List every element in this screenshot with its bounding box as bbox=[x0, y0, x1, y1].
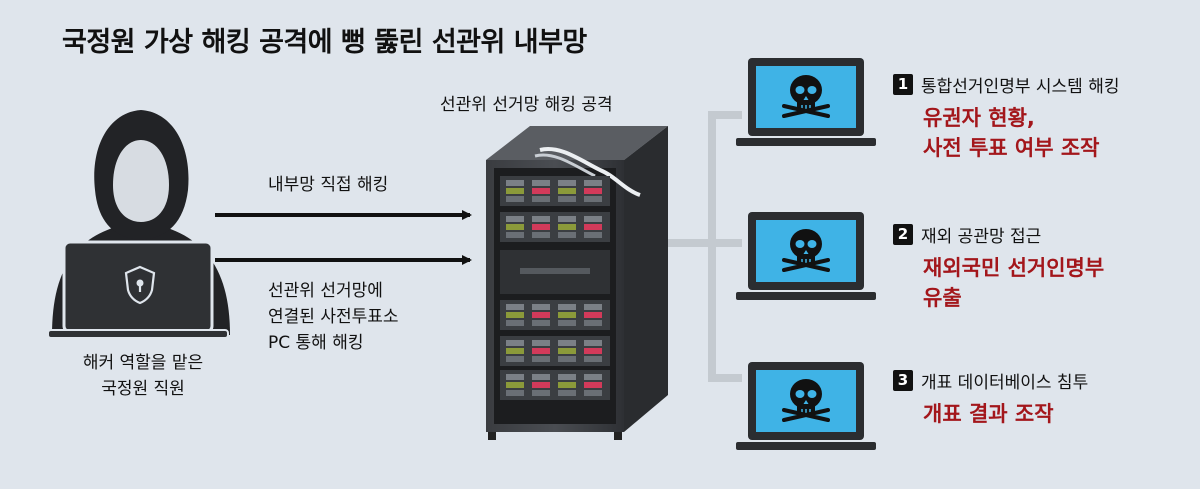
skull-icon bbox=[782, 379, 830, 422]
arrow-label-internal: 내부망 직접 해킹 bbox=[268, 172, 388, 198]
page-title: 국정원 가상 해킹 공격에 뻥 뚫린 선관위 내부망 bbox=[62, 27, 587, 58]
skull-icon bbox=[782, 75, 830, 118]
hacker-caption: 해커 역할을 맡은 국정원 직원 bbox=[58, 350, 228, 402]
rack-unit bbox=[500, 336, 610, 366]
arrow-label-line: 내부망 직접 해킹 bbox=[268, 175, 389, 195]
target-item-3: 3 개표 데이터베이스 침투 개표 결과 조작 bbox=[893, 368, 1088, 429]
hacker-caption-line: 국정원 직원 bbox=[101, 379, 185, 399]
target-detail-line: 유출 bbox=[923, 286, 962, 310]
target-item-2: 2 재외 공관망 접근 재외국민 선거인명부 유출 bbox=[893, 222, 1104, 313]
network-connectors bbox=[668, 111, 742, 382]
server-caption: 선관위 선거망 해킹 공격 bbox=[440, 95, 613, 115]
target-label: 개표 데이터베이스 침투 bbox=[921, 373, 1089, 393]
rack-unit bbox=[500, 300, 610, 330]
arrow-label-line: PC 통해 해킹 bbox=[268, 333, 364, 353]
target-heading: 2 재외 공관망 접근 bbox=[893, 222, 1104, 247]
target-heading: 1 통합선거인명부 시스템 해킹 bbox=[893, 72, 1120, 97]
rack-panel bbox=[500, 250, 610, 294]
target-label: 통합선거인명부 시스템 해킹 bbox=[921, 77, 1120, 97]
laptop-icon bbox=[736, 212, 876, 300]
hacker-caption-line: 해커 역할을 맡은 bbox=[82, 353, 204, 373]
number-badge: 2 bbox=[893, 224, 913, 245]
arrow-label-line: 선관위 선거망에 bbox=[268, 281, 383, 301]
server-rack-icon bbox=[486, 126, 668, 440]
laptop-icon bbox=[736, 362, 876, 450]
target-item-1: 1 통합선거인명부 시스템 해킹 유권자 현황, 사전 투표 여부 조작 bbox=[893, 72, 1120, 163]
rack-unit bbox=[500, 370, 610, 400]
target-detail-line: 사전 투표 여부 조작 bbox=[923, 136, 1100, 160]
target-detail-line: 재외국민 선거인명부 bbox=[923, 256, 1105, 280]
rack-unit bbox=[500, 176, 610, 206]
skull-icon bbox=[782, 229, 830, 272]
target-detail-line: 유권자 현황, bbox=[923, 106, 1035, 130]
shield-lock-icon bbox=[124, 265, 156, 305]
number-badge: 3 bbox=[893, 370, 913, 391]
number-badge: 1 bbox=[893, 74, 913, 95]
arrow-label-pc: 선관위 선거망에 연결된 사전투표소 PC 통해 해킹 bbox=[268, 278, 399, 356]
target-heading: 3 개표 데이터베이스 침투 bbox=[893, 368, 1088, 393]
rack-unit bbox=[500, 212, 610, 242]
hooded-hacker-icon bbox=[47, 110, 230, 339]
target-detail-line: 개표 결과 조작 bbox=[923, 402, 1054, 426]
laptop-icon bbox=[736, 58, 876, 146]
target-label: 재외 공관망 접근 bbox=[921, 227, 1042, 247]
arrow-label-line: 연결된 사전투표소 bbox=[268, 307, 399, 327]
